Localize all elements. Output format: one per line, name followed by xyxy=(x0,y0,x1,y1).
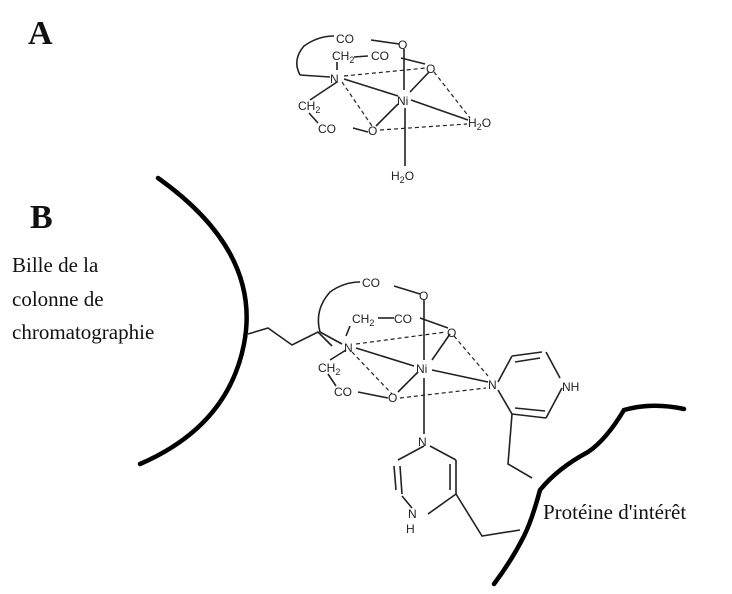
atom-co-mid-a: CO xyxy=(371,49,389,63)
atom-ch-lower-b: CH xyxy=(318,361,335,375)
water-right-o-a: O xyxy=(482,116,491,130)
linker-chain xyxy=(247,327,333,347)
atom-co-top-b: CO xyxy=(362,276,380,290)
chromatography-bead-arc xyxy=(137,175,249,467)
atom-ch-lower-a: CH xyxy=(298,99,315,113)
atom-n-his-right: N xyxy=(488,378,497,392)
atom-ch2-lower-b: CH2 xyxy=(318,361,340,377)
atom-o-right-b: O xyxy=(447,326,456,340)
atom-ch-sub-b: 2 xyxy=(369,318,374,328)
atom-n-his-bottom-ring: N xyxy=(408,507,417,521)
water-bottom-o-a: O xyxy=(405,169,414,183)
protein-caption: Protéine d'intérêt xyxy=(543,500,686,524)
bead-caption-line3: chromatographie xyxy=(12,320,154,344)
atom-o-low-b: O xyxy=(388,391,397,405)
water-bottom-h-a: H xyxy=(391,169,400,183)
atom-ch-a: CH xyxy=(332,49,349,63)
atom-ch2-a: CH2 xyxy=(332,49,354,65)
panel-label-a: A xyxy=(28,15,53,52)
ni-nta-complex-b: CO O CH2 CO O N Ni CH2 CO O N NH N N H xyxy=(317,276,579,537)
water-right-sub-a: 2 xyxy=(477,122,482,132)
atom-ch2-b: CH2 xyxy=(352,312,374,328)
atom-co-top-a: CO xyxy=(336,32,354,46)
ni-nta-complex-a: CO O CH2 CO O N Ni CH2 CO O H2O H2O xyxy=(296,32,491,185)
atom-h-his-bottom: H xyxy=(406,522,415,536)
bead-caption-line1: Bille de la xyxy=(12,253,99,277)
atom-ch-lower-sub-a: 2 xyxy=(315,105,320,115)
atom-co-mid-b: CO xyxy=(394,312,412,326)
atom-o-top-a: O xyxy=(398,38,407,52)
atom-co-low-b: CO xyxy=(334,385,352,399)
atom-ch-sub-a: 2 xyxy=(349,55,354,65)
atom-nh-his-right: NH xyxy=(562,380,579,394)
bead-caption-line2: colonne de xyxy=(12,287,104,311)
atom-co-low-a: CO xyxy=(318,122,336,136)
atom-ch-lower-sub-b: 2 xyxy=(335,367,340,377)
atom-o-low-a: O xyxy=(368,124,377,138)
protein-surface-curve xyxy=(491,403,687,587)
water-bottom-sub-a: 2 xyxy=(400,175,405,185)
atom-ch2-lower-a: CH2 xyxy=(298,99,320,115)
histidine-right-side-chain xyxy=(507,413,533,479)
atom-n-b: N xyxy=(344,341,353,355)
water-right-h-a: H xyxy=(468,116,477,130)
panel-label-b: B xyxy=(30,199,53,236)
atom-o-right-a: O xyxy=(426,62,435,76)
atom-ch-b: CH xyxy=(352,312,369,326)
atom-ni-a: Ni xyxy=(397,94,408,108)
water-right-a: H2O xyxy=(468,116,491,132)
atom-ni-b: Ni xyxy=(416,362,427,376)
atom-o-top-b: O xyxy=(419,289,428,303)
atom-n-his-bottom: N xyxy=(418,435,427,449)
histidine-bottom-side-chain xyxy=(455,493,521,537)
atom-n-a: N xyxy=(330,72,339,86)
water-bottom-a: H2O xyxy=(391,169,414,185)
